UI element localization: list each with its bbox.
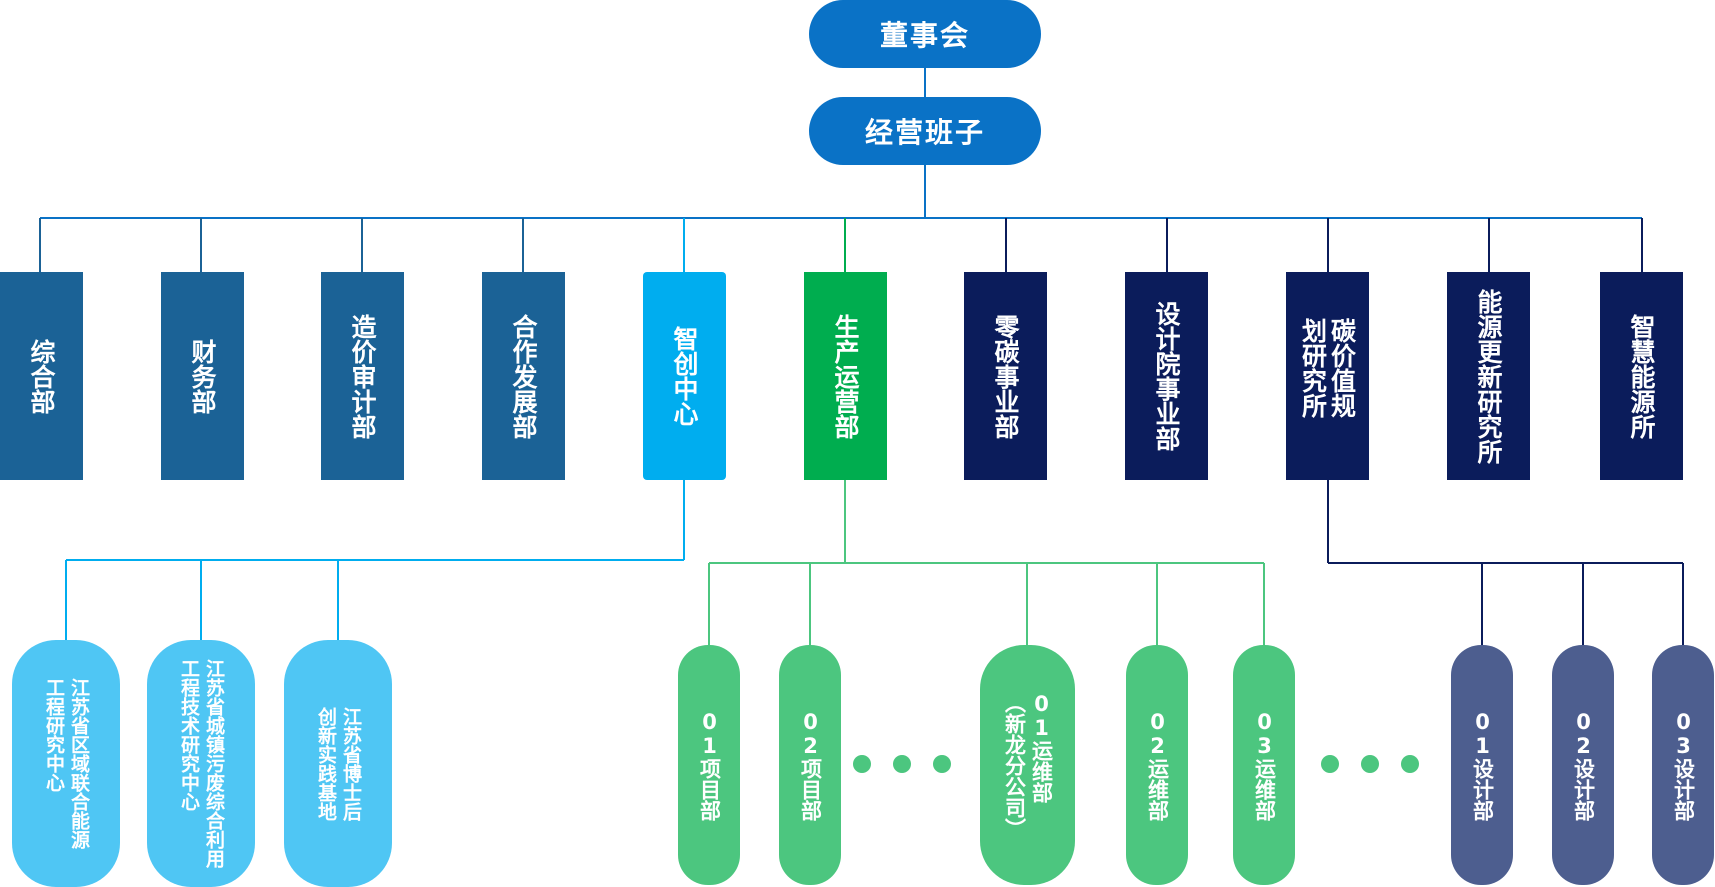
dept-innovation-center: 智创中心 [643, 272, 726, 480]
ellipsis-dots-production [853, 755, 951, 773]
dept-production: 生产运营部 [804, 272, 887, 480]
ellipsis-dot [893, 755, 911, 773]
unit-design-01: 01设计部 [1451, 645, 1513, 885]
dept-cooperation: 合作发展部 [482, 272, 565, 480]
ellipsis-dot [853, 755, 871, 773]
unit-regional-energy-center: 江苏省区域联合能源工程研究中心 [12, 640, 120, 887]
unit-om-03: 03运维部 [1233, 645, 1295, 885]
unit-postdoc-base: 江苏省博士后创新实践基地 [284, 640, 392, 887]
dept-energy-renewal: 能源更新研究所 [1447, 272, 1530, 480]
ellipsis-dot [933, 755, 951, 773]
ellipsis-dot [1401, 755, 1419, 773]
ellipsis-dot [1361, 755, 1379, 773]
dept-zero-carbon: 零碳事业部 [964, 272, 1047, 480]
unit-urban-waste-center: 江苏省城镇污废综合利用工程技术研究中心 [147, 640, 255, 887]
dept-cost-audit: 造价审计部 [321, 272, 404, 480]
unit-project-02: 02项目部 [779, 645, 841, 885]
dept-smart-energy: 智慧能源所 [1600, 272, 1683, 480]
ellipsis-dot [1321, 755, 1339, 773]
management-node: 经营班子 [809, 97, 1041, 165]
unit-design-02: 02设计部 [1552, 645, 1614, 885]
dept-finance: 财务部 [161, 272, 244, 480]
unit-design-03: 03设计部 [1652, 645, 1714, 885]
ellipsis-dots-carbon [1321, 755, 1419, 773]
unit-om-01: 01运维部（新龙分公司） [980, 645, 1075, 885]
dept-general: 综合部 [0, 272, 83, 480]
board-node: 董事会 [809, 0, 1041, 68]
dept-carbon-value: 碳价值规划研究所 [1286, 272, 1369, 480]
unit-om-02: 02运维部 [1126, 645, 1188, 885]
unit-project-01: 01项目部 [678, 645, 740, 885]
dept-design-institute: 设计院事业部 [1125, 272, 1208, 480]
